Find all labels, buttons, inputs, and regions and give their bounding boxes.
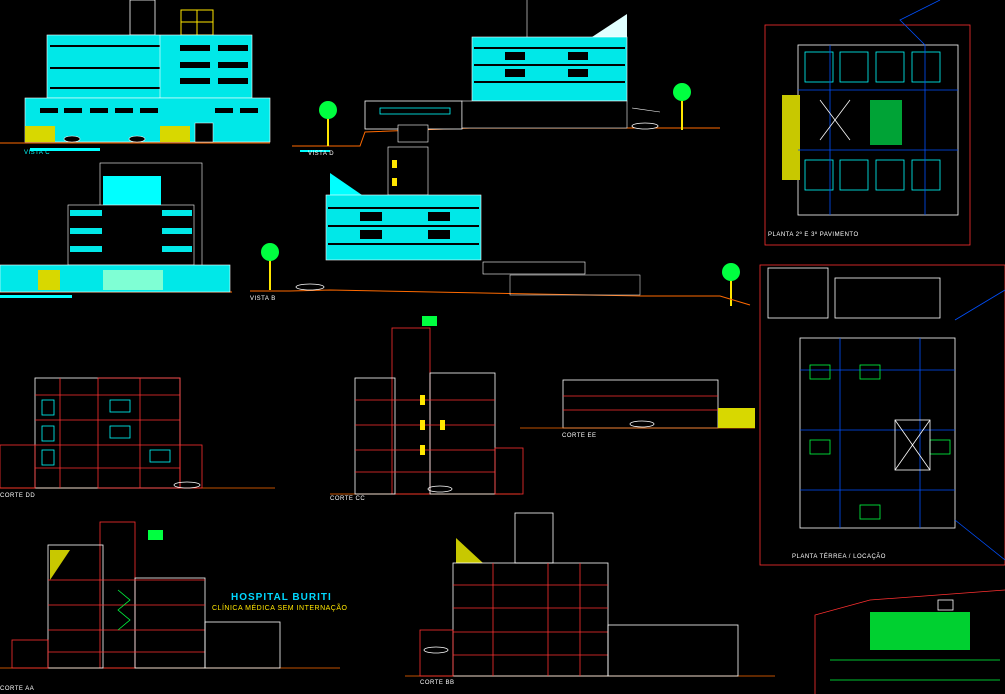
section-corte-aa	[0, 521, 340, 669]
section-corte-ee	[520, 379, 755, 429]
drawing-subtitle: CLÍNICA MÉDICA SEM INTERNAÇÃO	[212, 605, 348, 612]
floor-plan-upper	[764, 0, 971, 246]
label-corte-dd: CORTE DD	[0, 493, 36, 499]
section-corte-bb	[405, 512, 775, 677]
label-corte-bb: CORTE BB	[420, 680, 455, 686]
label-vista-b: VISTA B	[250, 296, 276, 302]
floor-plan-ground	[759, 264, 1005, 566]
elevation-vista-b	[250, 146, 751, 306]
section-corte-dd	[0, 377, 275, 489]
palm-tree-icon	[261, 243, 279, 290]
label-corte-aa: CORTE AA	[0, 686, 35, 692]
label-planta-upper: PLANTA 2º E 3º PAVIMENTO	[768, 232, 859, 238]
label-corte-ee: CORTE EE	[562, 433, 597, 439]
label-corte-cc: CORTE CC	[330, 496, 366, 502]
label-vista-c: VISTA C	[24, 150, 51, 156]
palm-tree-icon	[319, 101, 337, 146]
palm-tree-icon	[722, 263, 740, 306]
label-planta-terrea: PLANTA TÉRREA / LOCAÇÃO	[792, 554, 886, 560]
label-vista-d: VISTA D	[308, 151, 335, 157]
section-corte-cc	[330, 316, 524, 495]
site-plan	[814, 589, 1005, 694]
palm-tree-icon	[673, 83, 691, 130]
elevation-vista-c	[0, 0, 271, 151]
drawing-title: HOSPITAL BURITI	[231, 592, 332, 603]
elevation-front	[0, 162, 232, 298]
elevation-vista-d	[292, 0, 720, 152]
